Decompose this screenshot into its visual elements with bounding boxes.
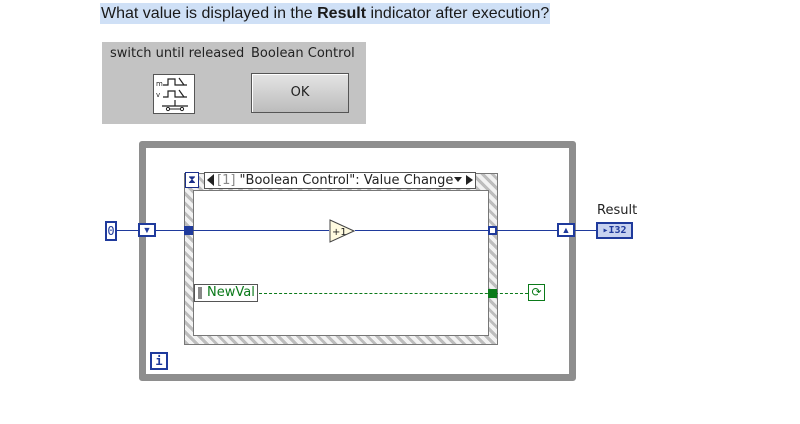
question-part-2: indicator after execution?: [366, 5, 550, 22]
question-part-1: What value is displayed in the: [101, 5, 318, 22]
boolean-output-tunnel: [488, 289, 497, 298]
increment-label: +1: [332, 227, 347, 238]
wire-tunnel-to-shift: [497, 230, 557, 231]
event-data-node-newval[interactable]: NewVal: [194, 284, 258, 302]
svg-text:m: m: [156, 80, 163, 88]
result-indicator[interactable]: ▸I32: [596, 222, 633, 239]
increment-node[interactable]: +1: [329, 219, 356, 243]
shift-register-right-icon: ▲: [557, 223, 575, 237]
wire-shift-to-result: [575, 230, 596, 231]
event-case-selector[interactable]: [1] "Boolean Control": Value Change: [204, 172, 476, 189]
svg-text:v: v: [156, 91, 160, 99]
shift-register-left-icon: ▼: [138, 223, 156, 237]
question-text: What value is displayed in the Result in…: [100, 3, 551, 24]
wire-shift-to-event: [156, 230, 186, 231]
event-case-index: [1]: [217, 173, 236, 188]
numeric-constant[interactable]: 0: [105, 221, 117, 241]
wire-to-increment: [193, 230, 329, 231]
question-bold: Result: [317, 5, 367, 22]
iteration-terminal: i: [150, 352, 168, 370]
event-structure-frame: [193, 190, 489, 336]
wire-constant-to-shift: [117, 230, 139, 231]
stop-if-true-icon[interactable]: ⟳: [528, 284, 545, 301]
switch-until-released-icon[interactable]: m v: [153, 74, 195, 114]
result-type: I32: [608, 225, 627, 236]
hourglass-icon: ⧗: [185, 172, 199, 188]
event-output-tunnel: [488, 226, 497, 235]
case-selector-arrows-icon[interactable]: [454, 174, 474, 189]
boolean-control-label: Boolean Control: [251, 46, 355, 61]
increment-icon: +1: [329, 219, 356, 243]
decrement-case-icon[interactable]: [207, 174, 214, 186]
wire-increment-to-tunnel: [355, 230, 489, 231]
result-label: Result: [597, 203, 638, 218]
boolean-control-ok-button[interactable]: OK: [251, 73, 349, 113]
switch-label: switch until released: [110, 46, 245, 61]
boolean-wire: [259, 293, 528, 294]
event-case-text: "Boolean Control": Value Change: [235, 173, 454, 188]
event-input-tunnel: [184, 226, 193, 235]
